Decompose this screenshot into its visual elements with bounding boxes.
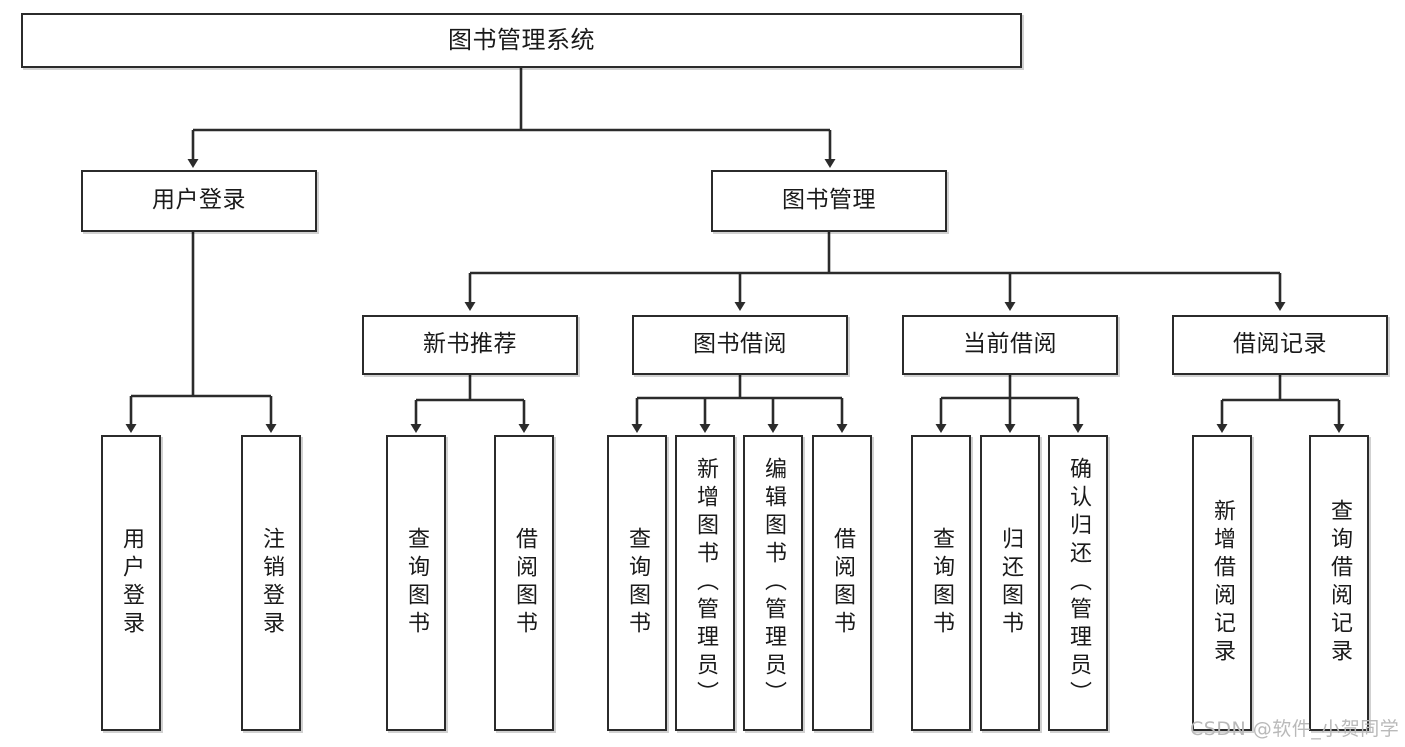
node-label: 确认归还（管理员）	[1066, 457, 1091, 709]
node-label: 新增图书（管理员）	[693, 457, 718, 709]
watermark-text: CSDN @软件_小贺同学	[1190, 718, 1400, 740]
node-label: 查询图书	[625, 527, 650, 639]
node-borrow-record[interactable]: 借阅记录	[1172, 315, 1388, 375]
node-label: 图书管理系统	[448, 26, 595, 55]
node-label: 图书借阅	[693, 331, 787, 358]
leaf-current-query-book[interactable]: 查询图书	[911, 435, 971, 731]
leaf-recommend-borrow-book[interactable]: 借阅图书	[494, 435, 554, 731]
node-book-borrow[interactable]: 图书借阅	[632, 315, 848, 375]
node-label: 编辑图书（管理员）	[761, 457, 786, 709]
node-label: 用户登录	[152, 187, 246, 214]
leaf-user-login-login[interactable]: 用户登录	[101, 435, 161, 731]
node-label: 借阅图书	[512, 527, 537, 639]
leaf-record-query-record[interactable]: 查询借阅记录	[1309, 435, 1369, 731]
node-label: 当前借阅	[963, 331, 1057, 358]
leaf-current-return-book[interactable]: 归还图书	[980, 435, 1040, 731]
node-label: 借阅图书	[830, 527, 855, 639]
node-label: 查询图书	[929, 527, 954, 639]
leaf-record-add-record[interactable]: 新增借阅记录	[1192, 435, 1252, 731]
leaf-user-login-logout[interactable]: 注销登录	[241, 435, 301, 731]
leaf-recommend-query-book[interactable]: 查询图书	[386, 435, 446, 731]
node-label: 归还图书	[998, 527, 1023, 639]
node-label: 图书管理	[782, 187, 876, 214]
node-label: 新书推荐	[423, 331, 517, 358]
node-current-borrow[interactable]: 当前借阅	[902, 315, 1118, 375]
leaf-borrow-edit-book-admin[interactable]: 编辑图书（管理员）	[743, 435, 803, 731]
leaf-borrow-add-book-admin[interactable]: 新增图书（管理员）	[675, 435, 735, 731]
node-label: 查询图书	[404, 527, 429, 639]
leaf-borrow-borrow-book[interactable]: 借阅图书	[812, 435, 872, 731]
node-label: 新增借阅记录	[1210, 499, 1235, 667]
node-book-management[interactable]: 图书管理	[711, 170, 947, 232]
node-label: 借阅记录	[1233, 331, 1327, 358]
node-label: 用户登录	[119, 527, 144, 639]
node-label: 注销登录	[259, 527, 284, 639]
node-root-system[interactable]: 图书管理系统	[21, 13, 1022, 68]
leaf-current-confirm-return-admin[interactable]: 确认归还（管理员）	[1048, 435, 1108, 731]
leaf-borrow-query-book[interactable]: 查询图书	[607, 435, 667, 731]
node-label: 查询借阅记录	[1327, 499, 1352, 667]
node-new-book-recommend[interactable]: 新书推荐	[362, 315, 578, 375]
node-user-login[interactable]: 用户登录	[81, 170, 317, 232]
